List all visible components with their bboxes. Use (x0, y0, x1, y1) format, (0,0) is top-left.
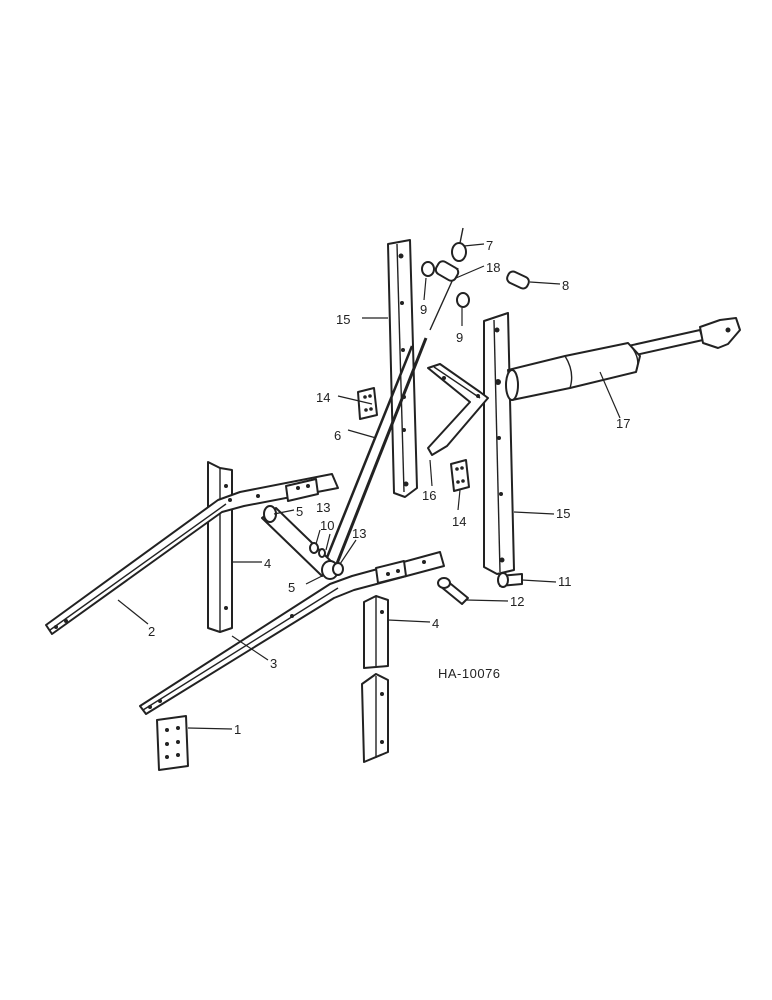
callout-5-upper: 5 (296, 504, 303, 519)
callout-14-left: 14 (316, 390, 330, 405)
callout-3: 3 (270, 656, 277, 671)
part-10-washer (318, 548, 326, 558)
channel-4-rear (207, 461, 233, 633)
callout-12: 12 (510, 594, 524, 609)
arm-2 (45, 473, 339, 635)
callout-6: 6 (334, 428, 341, 443)
arm-3 (139, 551, 445, 715)
callout-16: 16 (422, 488, 436, 503)
bracket-16 (427, 363, 489, 456)
callout-1: 1 (234, 722, 241, 737)
cylinder-17 (505, 317, 741, 401)
callout-15-left: 15 (336, 312, 350, 327)
leader-lines (117, 243, 621, 730)
part-13-nut-upper (309, 542, 319, 554)
callout-18: 18 (486, 260, 500, 275)
part-8-pin (506, 270, 530, 290)
callout-14-right: 14 (452, 514, 466, 529)
callout-9-left: 9 (420, 302, 427, 317)
plate-14-right (450, 459, 470, 492)
callout-13-lower: 13 (352, 526, 366, 541)
figure-reference: HA-10076 (438, 666, 501, 681)
callout-4-rear: 4 (264, 556, 271, 571)
tube-5 (261, 505, 344, 580)
hardware-top (421, 227, 530, 308)
callout-2: 2 (148, 624, 155, 639)
part-9-washer-bottom (456, 292, 470, 308)
callout-17: 17 (616, 416, 630, 431)
callout-11: 11 (558, 574, 572, 589)
callout-10: 10 (320, 518, 334, 533)
callout-5-lower: 5 (288, 580, 295, 595)
callout-13-upper: 13 (316, 500, 330, 515)
pins (437, 572, 523, 605)
callout-15-right: 15 (556, 506, 570, 521)
channel-4-front (361, 595, 389, 763)
part-7-nut (451, 242, 467, 262)
callout-8: 8 (562, 278, 569, 293)
part-18-spacer (434, 260, 460, 282)
callout-7: 7 (486, 238, 493, 253)
callout-4-front: 4 (432, 616, 439, 631)
bar-15-right (483, 312, 515, 575)
plate-1 (156, 715, 189, 771)
part-9-washer-top (421, 261, 435, 277)
callout-9-right: 9 (456, 330, 463, 345)
callouts: 1 2 3 4 4 5 5 6 7 8 9 9 10 11 12 13 13 1… (148, 238, 630, 737)
part-13-nut-lower (332, 562, 344, 576)
